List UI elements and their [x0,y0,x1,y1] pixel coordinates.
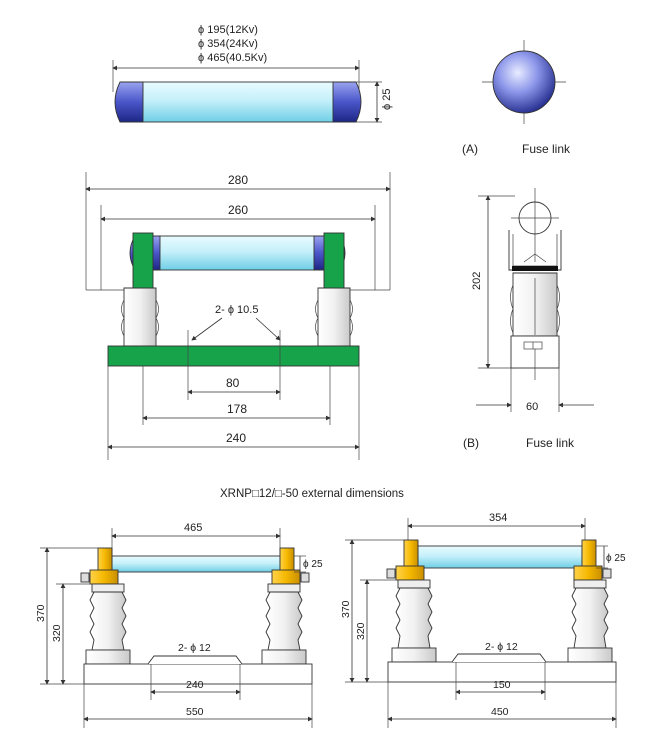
right-assembly: 354 ϕ 25 370 [340,512,626,728]
left-hole-label: 2- ϕ 12 [178,642,211,654]
right-insulator-2 [567,579,613,663]
dim-80: 80 [226,376,240,390]
left-insulator-1 [85,583,131,665]
left-fuse-tube [111,555,281,573]
insulator-right [317,287,351,347]
left-insulator-2 [261,583,307,665]
dim-354: 354 [489,512,507,524]
length-label-24kv: ϕ 354(24Kv) [198,38,258,50]
left-diameter: ϕ 25 [303,559,323,570]
dim-260: 260 [228,203,248,217]
fuse-cap-left [114,81,144,123]
side-view: 202 60 (B) Fuse link [463,188,594,450]
caption-b-letter: (B) [463,436,479,450]
left-h320: 320 [51,624,63,642]
left-dim-550: 550 [186,706,204,718]
dim-465: 465 [184,522,202,534]
right-insulator-1 [391,579,437,663]
base-front-view: 280 260 2- ϕ 10.5 80 [85,172,391,460]
right-dim-150: 150 [493,679,511,691]
fuse-cap-right [332,81,362,123]
right-diameter: ϕ 25 [606,553,626,564]
dim-202: 202 [471,272,483,290]
section-title: XRNP□12/□-50 external dimensions [220,488,404,500]
fuse-link-top-view: ϕ 195(12Kv) ϕ 354(24Kv) ϕ 465(40.5Kv) ϕ … [112,24,393,123]
fuse-end-sphere [492,50,556,114]
length-label-12kv: ϕ 195(12Kv) [198,24,258,36]
dim-240: 240 [226,431,246,445]
fuse-tube [139,81,337,123]
caption-b-text: Fuse link [526,436,575,450]
fuse-end-view: (A) Fuse link [462,40,571,156]
left-h370: 370 [35,604,47,622]
hole-label: 2- ϕ 10.5 [215,304,258,316]
dim-280: 280 [228,173,248,187]
insulator-left [123,287,157,347]
left-assembly: 465 ϕ 25 370 [35,522,323,728]
base-plate [107,345,360,367]
dim-60: 60 [526,401,538,413]
dim-178: 178 [227,402,247,416]
left-dim-240: 240 [186,679,204,691]
right-h320: 320 [355,622,367,640]
right-h370: 370 [340,600,352,618]
length-label-40kv: ϕ 465(40.5Kv) [198,52,267,64]
tube-diameter-label: ϕ 25 [381,89,393,110]
base-fuse-tube [157,235,317,271]
caption-a-text: Fuse link [522,142,571,156]
caption-a-letter: (A) [462,142,478,156]
clamp-right [323,232,345,289]
right-hole-label: 2- ϕ 12 [485,641,518,653]
clamp-left [132,232,154,289]
right-fuse-tube [417,545,583,569]
right-dim-450: 450 [491,706,509,718]
